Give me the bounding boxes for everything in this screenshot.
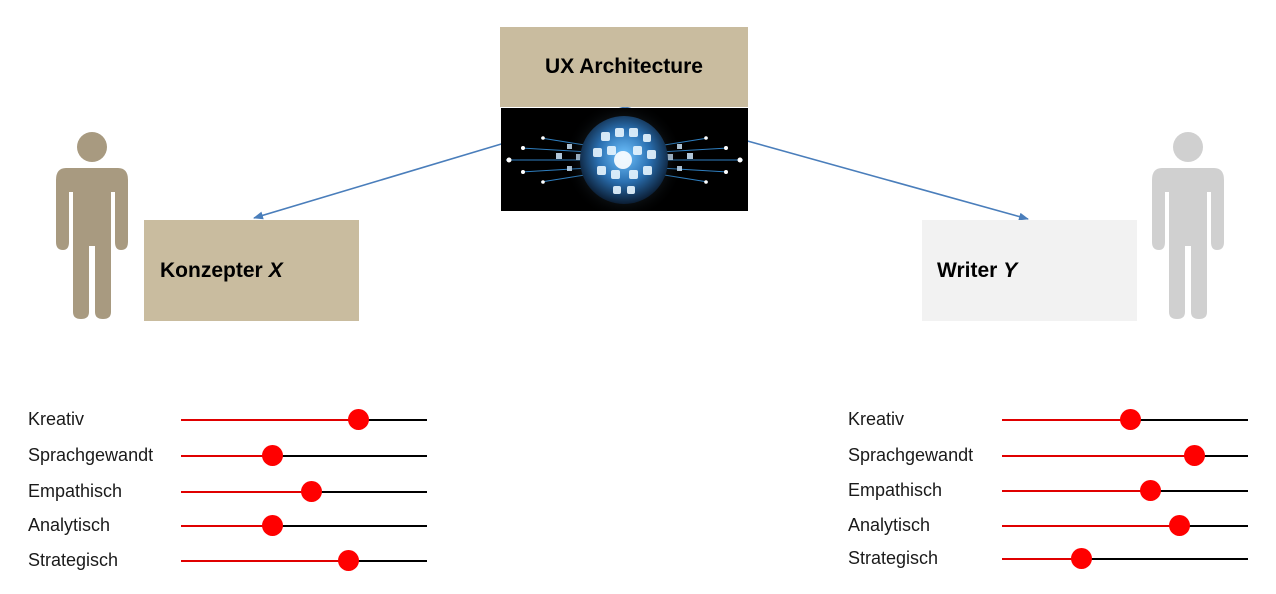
ux-architecture-box: UX Architecture [500,27,748,107]
skill-slider[interactable] [181,515,427,536]
skill-slider-knob[interactable] [262,515,284,536]
skill-slider[interactable] [181,481,427,502]
skill-slider-knob[interactable] [1070,548,1092,569]
skill-label: Kreativ [848,409,905,429]
skill-label: Empathisch [848,480,943,500]
skill-slider-knob[interactable] [1139,480,1161,501]
writer-variable: Y [1003,258,1018,282]
skill-label: Sprachgewandt [28,445,154,465]
skill-label: Strategisch [28,550,119,570]
writer-label: Writer [937,258,998,282]
skill-slider-fill [181,455,273,457]
skill-slider[interactable] [181,550,427,571]
ux-architecture-title: UX Architecture [545,55,703,78]
skill-slider-knob[interactable] [348,409,370,430]
skill-row-analytisch: Analytisch [28,512,428,538]
konzepter-box: Konzepter X [144,220,359,321]
skill-row-analytisch: Analytisch [848,512,1248,538]
skill-row-kreativ: Kreativ [848,406,1248,432]
skill-label: Kreativ [28,409,85,429]
skill-row-sprachgewandt: Sprachgewandt [28,442,428,468]
skill-label: Empathisch [28,481,123,501]
skill-slider-knob[interactable] [338,550,360,571]
skill-slider-fill [181,491,312,493]
skill-slider-knob[interactable] [1183,445,1205,466]
skill-slider[interactable] [181,445,427,466]
skill-slider[interactable] [1002,445,1248,466]
writer-box: Writer Y [922,220,1137,321]
globe-network-icon [501,108,748,211]
person-icon-konzepter [52,130,132,320]
skill-row-strategisch: Strategisch [28,547,428,573]
skill-slider[interactable] [1002,548,1248,569]
skill-row-kreativ: Kreativ [28,406,428,432]
skill-label: Strategisch [848,548,939,568]
skill-slider-fill [1002,455,1194,457]
skill-slider-fill [181,525,273,527]
person-icon-writer [1148,130,1228,320]
skill-row-empathisch: Empathisch [28,478,428,504]
skill-slider[interactable] [1002,480,1248,501]
skill-slider-fill [1002,490,1150,492]
skill-slider-fill [181,419,359,421]
skill-slider[interactable] [181,409,427,430]
skill-slider[interactable] [1002,515,1248,536]
konzepter-variable: X [268,258,283,282]
skill-slider[interactable] [1002,409,1248,430]
konzepter-label: Konzepter [160,258,263,282]
skill-slider-fill [1002,558,1081,560]
skill-slider-knob[interactable] [1119,409,1141,430]
skill-label: Analytisch [848,515,931,535]
skill-row-sprachgewandt: Sprachgewandt [848,442,1248,468]
skill-slider-fill [181,560,349,562]
skill-label: Sprachgewandt [848,445,974,465]
skill-row-strategisch: Strategisch [848,545,1248,571]
skill-slider-fill [1002,419,1130,421]
skill-label: Analytisch [28,515,111,535]
skill-slider-knob[interactable] [1169,515,1191,536]
skill-slider-fill [1002,525,1180,527]
skill-slider-knob[interactable] [301,481,323,502]
skill-row-empathisch: Empathisch [848,477,1248,503]
skill-slider-knob[interactable] [262,445,284,466]
